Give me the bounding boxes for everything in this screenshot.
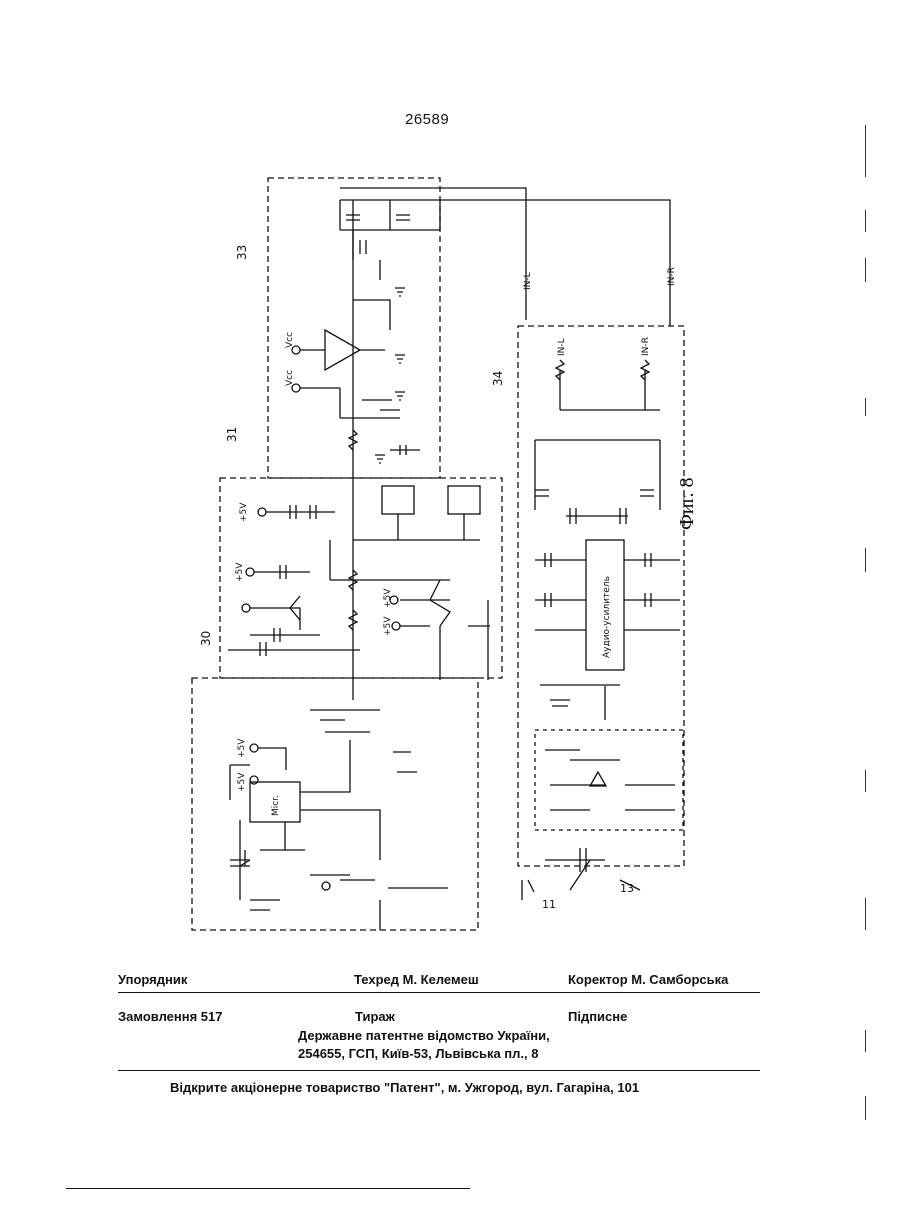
compiler-label: Упорядник: [118, 972, 187, 987]
scan-edge-mark: [865, 125, 866, 177]
signal-label-in-l: IN-L: [557, 338, 567, 356]
signal-label-in-r: IN-R: [641, 337, 651, 356]
divider-rule: [118, 1070, 760, 1071]
print-run-label: Тираж: [355, 1009, 395, 1024]
block-label-33: 33: [235, 245, 249, 260]
figure-caption: Фиг. 8: [676, 478, 699, 530]
subscription-label: Підписне: [568, 1009, 627, 1024]
block-33-frame: [268, 178, 440, 478]
chip-label-micr: Micr.: [271, 795, 281, 816]
block-30-frame: [192, 678, 478, 930]
supply-label-5v-1: +5V: [239, 502, 249, 522]
divider-rule: [118, 992, 760, 993]
block-label-34: 34: [491, 371, 505, 386]
block-label-30: 30: [199, 631, 213, 646]
page-number: 26589: [405, 111, 449, 128]
order-number: Замовлення 517: [118, 1009, 223, 1024]
signal-label-in-l-top: IN-L: [523, 272, 533, 290]
supply-label-vcc-2: Vcc: [285, 370, 295, 386]
scan-edge-mark: [865, 898, 866, 930]
patent-office-name: Державне патентне відомство України,: [298, 1028, 550, 1043]
block-label-13: 13: [620, 882, 634, 895]
scan-edge-mark: [865, 398, 866, 416]
printer-line: Відкрите акціонерне товариство "Патент",…: [170, 1080, 639, 1095]
supply-label-5v-6: +5V: [237, 772, 247, 792]
chip-label-audio-amplifier: Аудио-усилитель: [602, 576, 612, 658]
scan-edge-mark: [865, 258, 866, 282]
block-label-31: 31: [225, 427, 239, 442]
signal-label-in-r-top: IN-R: [667, 267, 677, 286]
supply-label-5v-3: +5V: [383, 588, 393, 608]
supply-label-5v-5: +5V: [237, 738, 247, 758]
scan-edge-mark: [865, 1096, 866, 1120]
technical-editor: Техред М. Келемеш: [354, 972, 479, 987]
imprint-staff-row: Упорядник Техред М. Келемеш Коректор М. …: [118, 972, 758, 990]
block-label-11: 11: [542, 898, 556, 911]
bottom-rule: [66, 1188, 470, 1189]
scan-edge-mark: [865, 770, 866, 792]
supply-label-vcc-1: Vcc: [285, 332, 295, 348]
scan-edge-mark: [865, 210, 866, 232]
scan-edge-mark: [865, 548, 866, 572]
proofreader: Коректор М. Самборська: [568, 972, 728, 987]
patent-office-address: 254655, ГСП, Київ-53, Львівська пл., 8: [298, 1046, 538, 1061]
circuit-diagram: 33 31 30 34 13 11 Vcc Vcc +5V +5V +5V +5…: [150, 160, 710, 950]
supply-label-5v-2: +5V: [235, 562, 245, 582]
supply-label-5v-4: +5V: [383, 616, 393, 636]
scan-edge-mark: [865, 1030, 866, 1052]
